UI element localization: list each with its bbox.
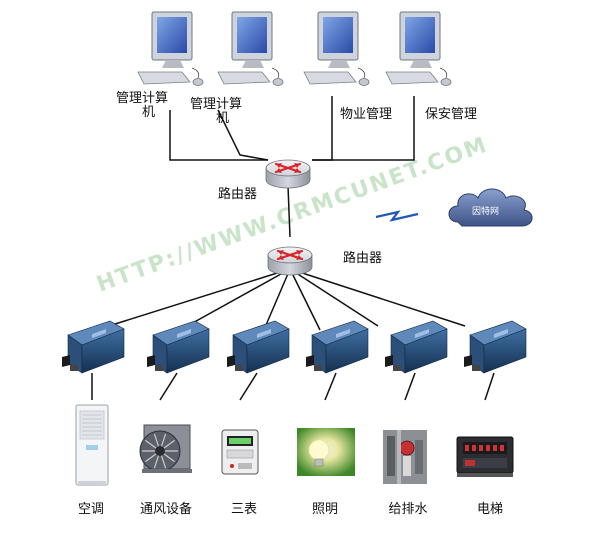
computer-label: 物业管理 xyxy=(340,107,392,122)
monitor-stand xyxy=(410,60,432,68)
link-router-router xyxy=(287,185,291,238)
screen xyxy=(157,17,187,53)
serial-converter-icon xyxy=(306,320,369,374)
keyboard-icon xyxy=(137,71,191,85)
mouse-cable xyxy=(191,67,200,79)
computer-label: 管理计算 xyxy=(116,91,168,106)
device-label: 给排水 xyxy=(388,502,427,517)
device-label: 空调 xyxy=(78,502,104,517)
link-converter-device-6 xyxy=(484,372,495,401)
link-converter-device-4 xyxy=(324,372,337,401)
router-label: 路由器 xyxy=(218,186,257,202)
converter-group xyxy=(62,320,527,374)
serial-converter-icon xyxy=(464,320,527,374)
wireless-link-icon xyxy=(375,210,419,222)
computer-label: 机 xyxy=(216,111,229,126)
link-router-converter-5 xyxy=(289,268,379,327)
utility-meter-icon xyxy=(221,429,259,475)
router-icon xyxy=(265,159,311,189)
router-label: 路由器 xyxy=(343,250,382,266)
keyboard-icon xyxy=(217,71,271,85)
link-router-converter-2 xyxy=(179,268,291,331)
link-router-converter-1 xyxy=(95,268,291,331)
serial-converter-icon xyxy=(62,320,125,374)
link-computer-2 xyxy=(217,109,269,161)
monitor-stand xyxy=(162,60,184,68)
router-icon xyxy=(267,246,313,276)
computer-label: 机 xyxy=(142,105,155,120)
link-computer-4 xyxy=(312,96,415,161)
link-router-converter-4 xyxy=(289,268,321,331)
mouse-icon xyxy=(272,78,284,86)
water-pump-icon xyxy=(383,430,427,484)
keyboard-icon xyxy=(385,71,439,85)
screen xyxy=(323,17,353,53)
light-bulb-icon xyxy=(297,428,355,476)
computer-3 xyxy=(303,11,370,86)
keyboard-icon xyxy=(303,71,357,85)
ventilation-fan-icon xyxy=(139,424,192,473)
serial-converter-icon xyxy=(147,320,210,374)
computer-4 xyxy=(385,11,452,86)
mouse-cable xyxy=(357,67,366,79)
link-computer-3 xyxy=(312,96,333,161)
link-converter-device-2 xyxy=(159,372,178,401)
mouse-cable xyxy=(271,67,280,79)
device-label: 电梯 xyxy=(477,502,503,517)
device-label: 通风设备 xyxy=(140,501,192,517)
cloud-label: 因特网 xyxy=(472,205,499,217)
monitor-stand xyxy=(328,60,350,68)
serial-converter-icon xyxy=(227,320,290,374)
computer-label: 保安管理 xyxy=(425,107,477,122)
computer-1 xyxy=(137,11,204,86)
computer-group: 管理计算机管理计算机物业管理保安管理 xyxy=(116,11,477,126)
link-router-converter-3 xyxy=(262,268,291,333)
monitor-stand xyxy=(242,60,264,68)
connection-lines xyxy=(91,96,495,401)
cloud-icon: 因特网 xyxy=(448,188,533,227)
mouse-cable xyxy=(439,67,448,79)
computer-2 xyxy=(217,11,284,86)
serial-converter-icon xyxy=(385,320,448,374)
device-label: 照明 xyxy=(312,502,338,517)
link-router-converter-6 xyxy=(289,268,466,327)
mouse-icon xyxy=(358,78,370,86)
link-converter-device-5 xyxy=(404,372,416,401)
device-label: 三表 xyxy=(231,502,257,517)
mouse-icon xyxy=(192,78,204,86)
device-group: 空调 通风设备 三表 照明 给排水 电梯 xyxy=(75,404,514,517)
computer-label: 管理计算 xyxy=(190,97,242,112)
link-computer-1 xyxy=(169,110,268,161)
air-conditioner-icon xyxy=(75,404,109,486)
link-converter-device-3 xyxy=(239,372,258,401)
elevator-controller-icon xyxy=(456,436,514,477)
screen xyxy=(237,17,267,53)
mouse-icon xyxy=(440,78,452,86)
screen xyxy=(405,17,435,53)
